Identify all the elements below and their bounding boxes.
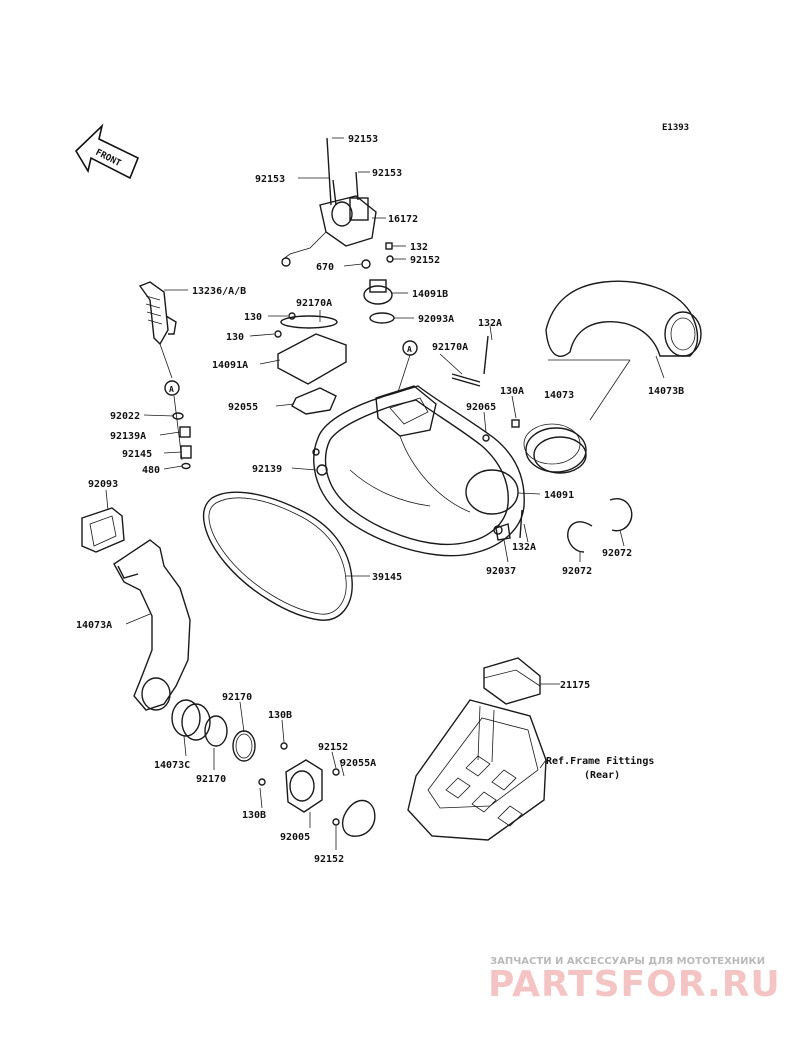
part-label: 92170A bbox=[296, 298, 332, 309]
watermark-brand: PARTSFOR.RU bbox=[488, 964, 781, 1005]
part-label: 670 bbox=[316, 262, 334, 273]
part-label: 21175 bbox=[560, 680, 590, 691]
part-label: 92152 bbox=[314, 854, 344, 865]
part-label: 14073 bbox=[544, 390, 574, 401]
part-label: 92170A bbox=[432, 342, 468, 353]
part-label: 92022 bbox=[110, 411, 140, 422]
part-label: 130B bbox=[242, 810, 266, 821]
part-label: 92093 bbox=[88, 479, 118, 490]
part-label: 14073C bbox=[154, 760, 190, 771]
part-label: 16172 bbox=[388, 214, 418, 225]
part-label: 92153 bbox=[372, 168, 402, 179]
part-label: 92055 bbox=[228, 402, 258, 413]
bracket-14091a bbox=[274, 312, 347, 415]
frame-bracket bbox=[407, 699, 547, 841]
part-label: 92170 bbox=[222, 692, 252, 703]
part-label: 92093A bbox=[418, 314, 454, 325]
part-label: 480 bbox=[142, 465, 160, 476]
part-labels: 92153 92153 92153 16172 132 92152 670 14… bbox=[76, 134, 684, 865]
cover-14091 bbox=[312, 385, 525, 557]
front-arrow-icon: FRONT bbox=[74, 123, 140, 180]
part-label: 132 bbox=[410, 242, 428, 253]
flange-92005 bbox=[258, 742, 376, 837]
part-label: 92139 bbox=[252, 464, 282, 475]
ref-note-line1: Ref.Frame Fittings bbox=[546, 755, 654, 767]
part-label: 92153 bbox=[348, 134, 378, 145]
fitting-14091b bbox=[363, 279, 395, 324]
callout-marker-left: A bbox=[169, 385, 174, 394]
clamp-ring bbox=[523, 423, 587, 474]
part-label: 132A bbox=[512, 542, 536, 553]
belt-39145 bbox=[202, 491, 353, 621]
duct-14073 bbox=[545, 280, 702, 357]
duct-14073a bbox=[81, 507, 191, 711]
part-label: 130 bbox=[226, 332, 244, 343]
part-label: 92153 bbox=[255, 174, 285, 185]
watermark-tagline: ЗАПЧАСТИ И АКСЕССУАРЫ ДЛЯ МОТОТЕХНИКИ bbox=[490, 956, 765, 967]
leader-lines bbox=[105, 137, 665, 850]
callout-marker-right: A bbox=[407, 345, 412, 354]
part-label: 130B bbox=[268, 710, 292, 721]
part-label: 130 bbox=[244, 312, 262, 323]
cable-13236: A bbox=[138, 281, 192, 470]
part-label: 92005 bbox=[280, 832, 310, 843]
part-label: 92170 bbox=[196, 774, 226, 785]
ref-note-line2: (Rear) bbox=[584, 770, 620, 781]
part-label: 92072 bbox=[562, 566, 592, 577]
part-label: 14091 bbox=[544, 490, 574, 501]
part-label: 92072 bbox=[602, 548, 632, 559]
part-label: 14073B bbox=[648, 386, 684, 397]
part-label: 92145 bbox=[122, 449, 152, 460]
part-label: 92055A bbox=[340, 758, 376, 769]
part-label: 39145 bbox=[372, 572, 402, 583]
module-21175 bbox=[483, 657, 541, 705]
part-label: 14073A bbox=[76, 620, 112, 631]
part-label: 13236/A/B bbox=[192, 286, 246, 297]
part-label: 92065 bbox=[466, 402, 496, 413]
part-label: 132A bbox=[478, 318, 502, 329]
actuator-16172 bbox=[281, 137, 394, 269]
part-label: 92037 bbox=[486, 566, 516, 577]
part-label: 92139A bbox=[110, 431, 146, 442]
part-label: 14091B bbox=[412, 289, 448, 300]
diagram-code: E1393 bbox=[662, 123, 689, 133]
part-label: 130A bbox=[500, 386, 524, 397]
coupling-14073c bbox=[171, 699, 256, 762]
part-label: 14091A bbox=[212, 360, 248, 371]
part-label: 92152 bbox=[410, 255, 440, 266]
part-label: 92152 bbox=[318, 742, 348, 753]
